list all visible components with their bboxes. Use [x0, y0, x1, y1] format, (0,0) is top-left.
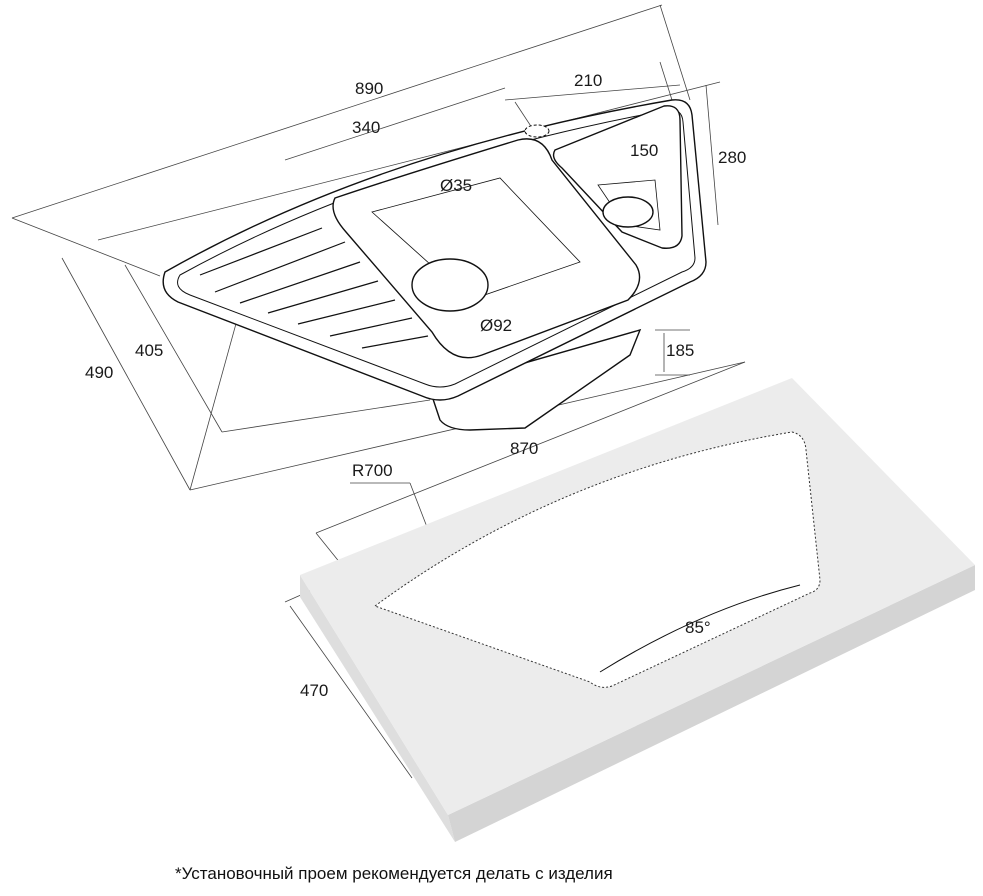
dim-870: 870 [510, 439, 538, 458]
sink [162, 99, 707, 431]
dim-185: 185 [666, 341, 694, 360]
dim-r700: R700 [352, 461, 393, 480]
dim-tap-hole: Ø35 [440, 176, 472, 195]
drain-small [602, 196, 654, 228]
dim-405: 405 [135, 341, 163, 360]
dim-470: 470 [300, 681, 328, 700]
dim-490: 490 [85, 363, 113, 382]
dim-890: 890 [355, 79, 383, 98]
cutout [373, 431, 821, 688]
drain-main [411, 258, 489, 312]
dim-150: 150 [630, 141, 658, 160]
dim-340: 340 [352, 118, 380, 137]
footnote: *Установочный проем рекомендуется делать… [175, 864, 613, 883]
dim-angle: 85° [685, 618, 711, 637]
drainboard-grooves [199, 227, 429, 349]
dim-210: 210 [574, 71, 602, 90]
dim-280: 280 [718, 148, 746, 167]
tap-hole [524, 124, 550, 138]
dim-drain: Ø92 [480, 316, 512, 335]
countertop [300, 378, 975, 842]
